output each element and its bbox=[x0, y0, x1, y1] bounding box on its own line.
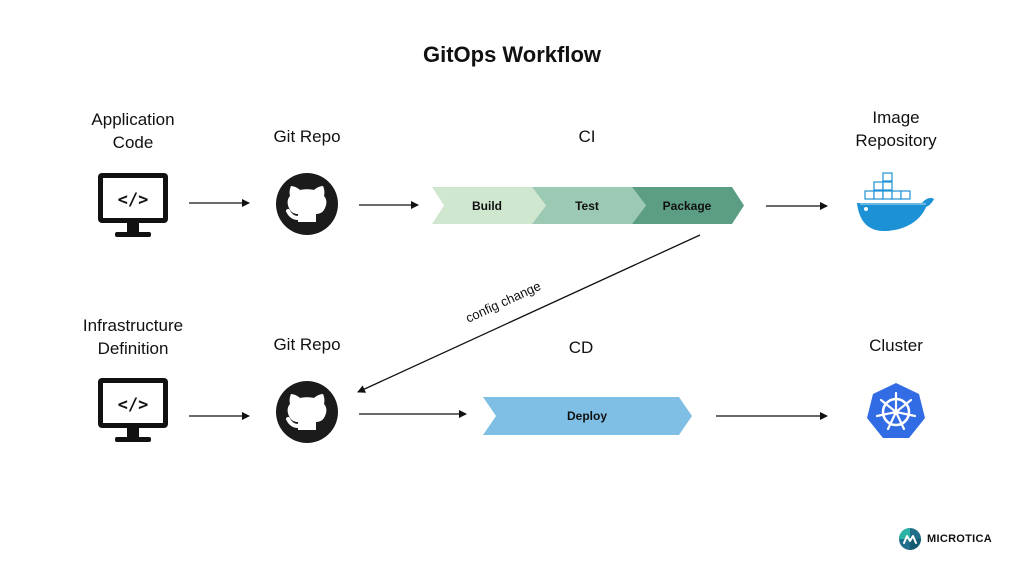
app-code-label-line1: Application bbox=[91, 110, 175, 129]
github-icon-bottom bbox=[274, 379, 340, 445]
ci-stage-package-label: Package bbox=[663, 199, 712, 213]
brand-logo: MICROTICA bbox=[898, 527, 992, 551]
microtica-logo-icon bbox=[899, 528, 921, 550]
cd-stage-deploy-label: Deploy bbox=[567, 409, 607, 423]
ci-stage-package-shape bbox=[632, 187, 744, 224]
github-icon bbox=[274, 171, 340, 237]
ci-stage-test-shape bbox=[532, 187, 646, 224]
image-repo-label-line2: Repository bbox=[855, 131, 937, 150]
git-repo-bottom-label: Git Repo bbox=[273, 335, 341, 354]
cd-label: CD bbox=[568, 338, 594, 357]
cd-stage-deploy-shape bbox=[483, 397, 692, 435]
ci-stage-test-label: Test bbox=[575, 199, 599, 213]
infra-def-label-line1: Infrastructure bbox=[82, 316, 184, 335]
docker-icon bbox=[857, 172, 934, 231]
ci-label: CI bbox=[578, 127, 596, 146]
git-repo-top-label: Git Repo bbox=[273, 127, 341, 146]
diagram-title: GitOps Workflow bbox=[422, 42, 602, 67]
kubernetes-icon bbox=[867, 383, 925, 438]
brand-name: MICROTICA bbox=[927, 533, 993, 545]
image-repo-label-line1: Image bbox=[872, 108, 920, 127]
app-code-label: Application Code bbox=[53, 108, 213, 154]
infra-def-label: Infrastructure Definition bbox=[43, 314, 223, 360]
cluster-label: Cluster bbox=[869, 336, 923, 355]
image-repo-label: Image Repository bbox=[826, 106, 966, 152]
code-monitor-icon bbox=[98, 173, 168, 237]
infra-def-label-line2: Definition bbox=[97, 339, 169, 358]
ci-stage-build-shape bbox=[432, 187, 546, 224]
config-change-label: config change bbox=[463, 278, 543, 325]
code-monitor-icon-bottom bbox=[98, 378, 168, 442]
arrow-config-change bbox=[357, 234, 701, 393]
ci-stage-build-label: Build bbox=[472, 199, 502, 213]
app-code-label-line2: Code bbox=[112, 133, 154, 152]
